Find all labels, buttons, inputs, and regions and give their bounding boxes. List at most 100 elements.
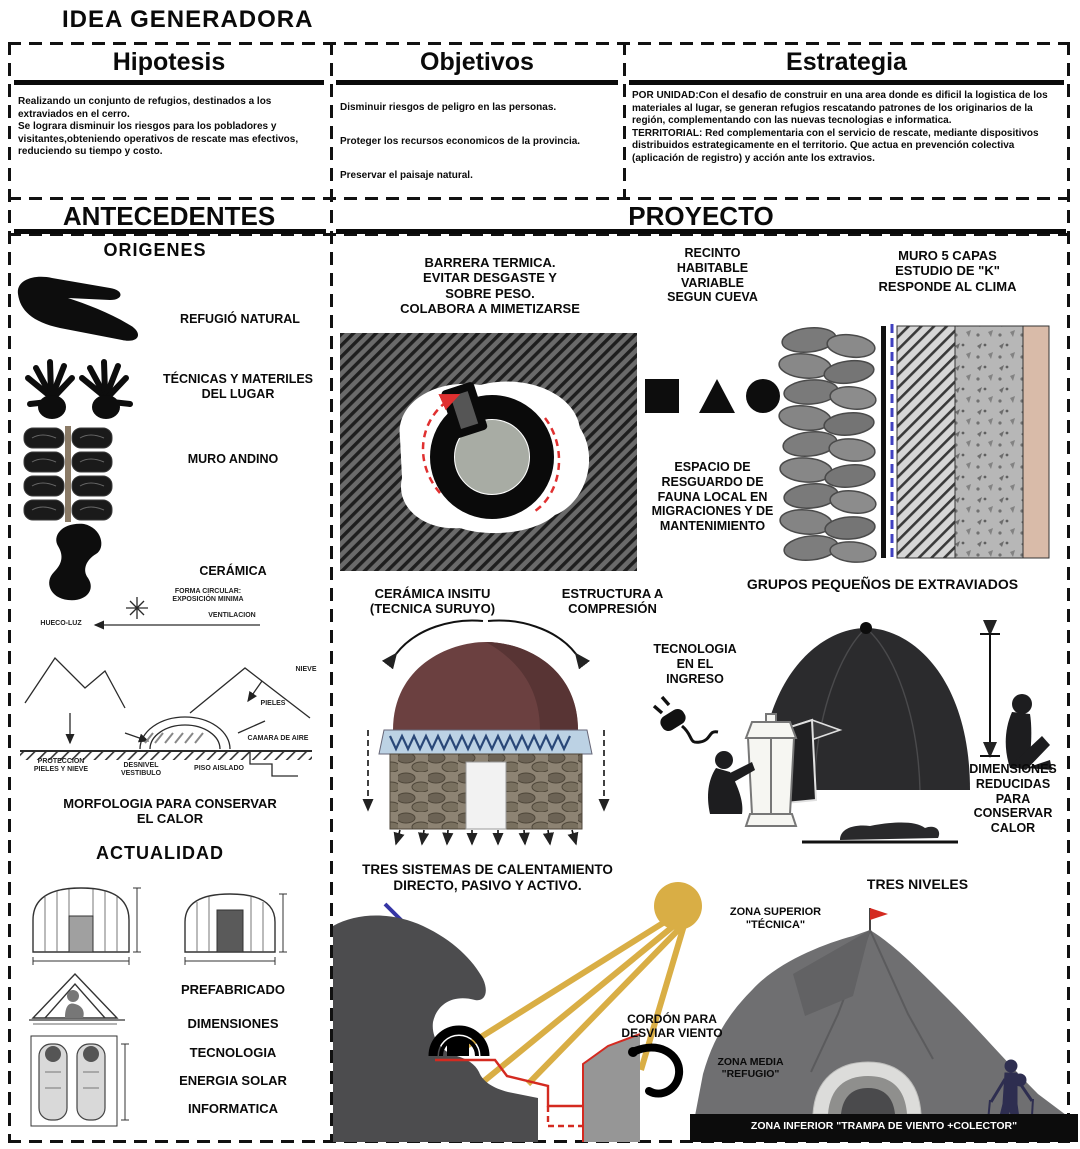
page-title: IDEA GENERADORA bbox=[62, 6, 314, 33]
ramp-edge-line bbox=[582, 1033, 641, 1142]
diagram-label-forma: FORMA CIRCULAR: EXPOSICIÓN MINIMA bbox=[172, 588, 244, 603]
plug-illustration bbox=[650, 694, 720, 749]
concrete-layer bbox=[954, 325, 1024, 559]
compression-arrows bbox=[362, 730, 610, 846]
refuge-arch-icon bbox=[428, 1025, 490, 1057]
frame-left-line bbox=[8, 42, 11, 1143]
muro-andino-label: MURO ANDINO bbox=[187, 452, 279, 466]
objetivos-underline bbox=[336, 80, 618, 85]
antecedentes-underline bbox=[14, 229, 326, 234]
diagram-label-piso: PISO AISLADO bbox=[194, 765, 244, 772]
power-plug-icon bbox=[652, 695, 719, 744]
ceramic-shape bbox=[49, 523, 102, 601]
ceramica-label: CERÁMICA bbox=[199, 564, 267, 578]
muro-5-capas-label: MURO 5 CAPAS ESTUDIO DE "K" RESPONDE AL … bbox=[878, 248, 1017, 294]
grupos-label: GRUPOS PEQUEÑOS DE EXTRAVIADOS bbox=[746, 576, 1019, 592]
dome-vent bbox=[860, 622, 872, 634]
airflow-arrow-left bbox=[421, 393, 461, 494]
diagram-label-camara: CAMARA DE AIRE bbox=[247, 735, 309, 742]
door-opening bbox=[465, 761, 507, 830]
dome-structure-illustration bbox=[338, 612, 633, 847]
diagram-label-hueco-luz: HUECO-LUZ bbox=[40, 620, 82, 627]
frame-mid-line1 bbox=[8, 197, 1070, 200]
mountain-section-scene bbox=[333, 874, 1078, 1144]
informatica-label: INFORMATICA bbox=[187, 1101, 279, 1116]
triangle-icon bbox=[699, 379, 735, 413]
right-mountain bbox=[690, 930, 1078, 1142]
sitting-person-icon bbox=[1005, 694, 1052, 770]
frame-right-line bbox=[1067, 42, 1070, 1143]
divider-col1 bbox=[330, 42, 333, 1140]
refuge-ring bbox=[430, 395, 554, 519]
small-tent-illustration bbox=[25, 966, 140, 1026]
circle-icon bbox=[746, 379, 780, 413]
estrategia-underline bbox=[629, 80, 1064, 85]
tecnicas-label: TÉCNICAS Y MATERILES DEL LUGAR bbox=[162, 372, 314, 401]
summit-flag-icon bbox=[869, 908, 888, 930]
finish-layer bbox=[1022, 325, 1050, 559]
ceramica-insitu-label: CERÁMICA INSITU (TECNICA SURUYO) bbox=[369, 586, 496, 617]
objetivo-item-1: Disminuir riesgos de peligro en las pers… bbox=[340, 102, 557, 113]
estrategia-body: POR UNIDAD:Con el desafio de construir e… bbox=[632, 90, 1048, 164]
tres-niveles-label: TRES NIVELES bbox=[866, 876, 969, 892]
hipotesis-underline bbox=[14, 80, 324, 85]
zona-superior-label: ZONA SUPERIOR "TÉCNICA" bbox=[729, 906, 822, 931]
actualidad-heading: ACTUALIDAD bbox=[96, 843, 224, 863]
proyecto-underline bbox=[336, 229, 1066, 234]
lying-person-icon bbox=[840, 822, 940, 840]
sleeping-bags-illustration bbox=[25, 1032, 135, 1132]
thermal-barrier-cave-illustration bbox=[340, 333, 637, 571]
morphology-diagram bbox=[10, 583, 325, 793]
objetivo-item-2: Proteger los recursos economicos de la p… bbox=[340, 136, 581, 147]
origenes-heading: ORIGENES bbox=[103, 240, 207, 260]
handprint-left-icon bbox=[25, 359, 75, 407]
diagram-label-nieve: NIEVE bbox=[295, 666, 317, 673]
kneeling-person-icon bbox=[708, 751, 755, 814]
zona-inferior-label: ZONA INFERIOR "TRAMPA DE VIENTO +COLECTO… bbox=[750, 1120, 1018, 1132]
quonset-tents-illustration bbox=[25, 870, 305, 970]
airflow-arrow-right bbox=[531, 417, 561, 515]
espacio-resguardo-label: ESPACIO DE RESGUARDO DE FAUNA LOCAL EN M… bbox=[651, 460, 774, 533]
frame-bottom-line bbox=[8, 1140, 1070, 1143]
andean-wall-illustration bbox=[22, 424, 117, 524]
heating-line bbox=[435, 1058, 633, 1128]
wall-core-line bbox=[881, 326, 886, 558]
insulation-layer bbox=[896, 325, 956, 559]
energia-solar-label: ENERGIA SOLAR bbox=[179, 1073, 287, 1088]
frame-top-line bbox=[8, 42, 1070, 45]
divider-col2 bbox=[623, 42, 626, 197]
antecedentes-title: ANTECEDENTES bbox=[62, 201, 276, 231]
diagram-label-pieles: PIELES bbox=[260, 700, 286, 707]
ceramic-illustration bbox=[42, 520, 112, 605]
hipotesis-body: Realizando un conjunto de refugios, dest… bbox=[18, 96, 299, 157]
morfologia-label: MORFOLOGIA PARA CONSERVAR EL CALOR bbox=[63, 796, 277, 827]
diagram-label-desnivel: DESNIVEL VESTIBULO bbox=[120, 762, 162, 777]
sun-icon bbox=[654, 882, 702, 930]
prefabricado-label: PREFABRICADO bbox=[180, 982, 285, 997]
stone-wall-icon bbox=[23, 427, 113, 521]
cordon-label: CORDÓN PARA DESVIAR VIENTO bbox=[621, 1012, 723, 1041]
sunburst-icon bbox=[126, 597, 148, 619]
tecnologia-label: TECNOLOGIA bbox=[189, 1045, 277, 1060]
proyecto-title: PROYECTO bbox=[628, 201, 774, 231]
estructura-label: ESTRUCTURA A COMPRESIÓN bbox=[561, 586, 664, 617]
igloo-scene-illustration bbox=[690, 618, 1080, 858]
diagram-label-proteccion: PROTECCION PIELES Y NIEVE bbox=[33, 758, 89, 773]
dimensiones-label: DIMENSIONES bbox=[187, 1016, 279, 1031]
estrategia-title: Estrategia bbox=[786, 48, 907, 76]
five-layer-wall-illustration bbox=[775, 318, 1073, 566]
frame-mid-line2 bbox=[8, 233, 1070, 236]
natural-refuge-illustration bbox=[12, 268, 162, 348]
tres-sistemas-label: TRES SISTEMAS DE CALENTAMIENTO DIRECTO, … bbox=[362, 862, 613, 893]
barrera-termica-label: BARRERA TERMICA. EVITAR DESGASTE Y SOBRE… bbox=[400, 255, 580, 316]
objetivos-title: Objetivos bbox=[420, 48, 534, 76]
objetivo-item-3: Preservar el paisaje natural. bbox=[340, 170, 473, 181]
stone-layer bbox=[778, 326, 877, 563]
refugio-natural-label: REFUGIÓ NATURAL bbox=[180, 312, 300, 326]
recinto-label: RECINTO HABITABLE VARIABLE SEGUN CUEVA bbox=[667, 246, 758, 305]
left-mountain bbox=[333, 915, 538, 1142]
person-in-tent-icon bbox=[65, 990, 84, 1018]
natural-refuge-shape bbox=[17, 276, 139, 341]
square-icon bbox=[645, 379, 679, 413]
